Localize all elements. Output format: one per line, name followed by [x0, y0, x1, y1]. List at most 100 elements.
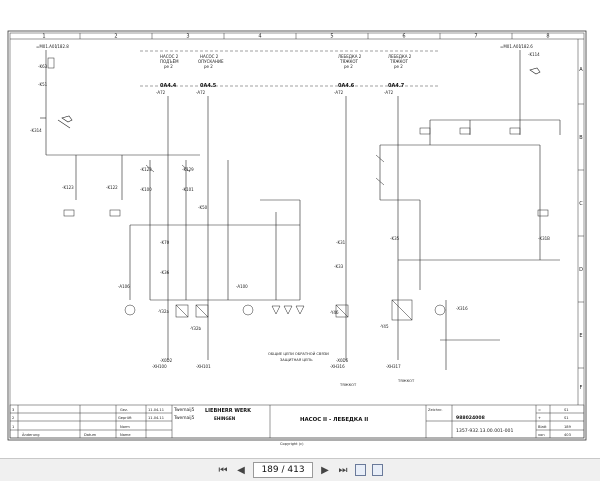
- row-label: E: [579, 333, 582, 339]
- device-label: -X0D6: [336, 358, 349, 363]
- revision-number: 2: [12, 416, 14, 420]
- output-label-pump-raise: НАСОС 2 ПОДЪЁМ ре 2 0A4.4 -A72: [156, 54, 179, 95]
- date-drawn: 11.04.11: [148, 408, 164, 412]
- svg-text:-A72: -A72: [334, 90, 344, 95]
- document-viewport: 1 2 3 4 5 6 7 8 A B C D E F =M01.A01 /18…: [7, 30, 587, 446]
- device-label: -K314: [30, 128, 42, 133]
- device-label: -K123: [62, 185, 74, 190]
- column-label: 1: [42, 34, 45, 40]
- device-label: -A106: [118, 284, 130, 289]
- company-name: LIEBHERR WERK: [205, 408, 252, 414]
- schematic-sheet: 1 2 3 4 5 6 7 8 A B C D E F =M01.A01 /18…: [7, 30, 587, 446]
- sheet-value: 189: [564, 425, 572, 429]
- date-checked: 11.04.11: [148, 416, 164, 420]
- terminal-label: =M01.A01: [36, 44, 57, 49]
- small-label: ТЯЖКОТ: [397, 379, 415, 383]
- device-label: -K70: [160, 240, 170, 245]
- device-label: -XH316: [330, 364, 345, 369]
- output-label-winch-b: ЛЕБЕДКА 2 ТЯЖКОТ ре 2 0A4.7 -A72: [384, 54, 412, 95]
- svg-text:НАСОС 2: НАСОС 2: [200, 54, 219, 59]
- column-header: Datum: [84, 433, 97, 437]
- bottom-note: ОБЩИЕ ЦЕПИ ОБРАТНОЙ СВЯЗИ: [268, 351, 329, 356]
- device-label: -K51: [38, 82, 48, 87]
- device-label: -K114: [528, 52, 540, 57]
- device-label: -Y32b: [190, 326, 202, 331]
- column-label: 8: [546, 34, 549, 40]
- valve-symbols: [124, 299, 446, 321]
- device-label: -K63: [38, 64, 48, 69]
- last-page-button[interactable]: ⏭: [338, 464, 348, 476]
- svg-text:ЛЕБЕДКА 2: ЛЕБЕДКА 2: [338, 54, 362, 59]
- device-label: -Y46: [330, 310, 339, 315]
- sheet-value: 403: [564, 433, 571, 437]
- sheet-label: +: [538, 416, 541, 420]
- sheet-label: Blatt: [538, 425, 547, 429]
- save-icon[interactable]: [372, 464, 383, 476]
- revision-number: 1: [12, 425, 14, 429]
- device-label: -K50: [198, 205, 208, 210]
- title-block: [9, 404, 585, 439]
- column-header: Name: [120, 433, 131, 437]
- device-label: -X316: [456, 306, 468, 311]
- row-label: C: [579, 201, 583, 207]
- name-checked: Twemaij5: [173, 415, 195, 421]
- row-label: B: [579, 135, 583, 141]
- svg-text:ПОДЪЁМ: ПОДЪЁМ: [160, 59, 179, 64]
- company-city: EHINGEN: [214, 416, 236, 421]
- copy-icon[interactable]: [355, 464, 366, 476]
- column-label: 3: [186, 34, 189, 40]
- device-label: -K31: [336, 240, 346, 245]
- svg-text:0A4.4: 0A4.4: [160, 83, 177, 89]
- svg-text:ре 2: ре 2: [394, 64, 403, 69]
- device-label: -K35: [390, 236, 400, 241]
- fuse-symbol: [47, 57, 55, 69]
- device-label: -K100: [140, 187, 152, 192]
- svg-text:-A72: -A72: [384, 90, 394, 95]
- svg-text:0A4.6: 0A4.6: [338, 83, 355, 89]
- svg-text:-A72: -A72: [156, 90, 166, 95]
- device-label: -X0D2: [160, 358, 173, 363]
- wrench-icon: [61, 115, 73, 123]
- svg-text:ОПУСКАНИЕ: ОПУСКАНИЕ: [198, 59, 224, 64]
- output-label-winch-a: ЛЕБЕДКА 2 ТЯЖКОТ ре 2 0A4.6 -A72: [334, 54, 362, 95]
- sheet-label: =: [538, 408, 541, 412]
- terminal-ref: /182.6: [520, 44, 533, 49]
- contact-symbols: [63, 127, 549, 217]
- device-label: -K129: [182, 167, 194, 172]
- drawing-number: 988024008: [456, 415, 485, 421]
- revision-number: 3: [12, 408, 14, 412]
- device-label: -XH317: [386, 364, 401, 369]
- column-label: 7: [474, 34, 477, 40]
- circuit-wires: [75, 50, 561, 370]
- wrench-icon: [529, 67, 541, 75]
- device-label: -K122: [106, 185, 118, 190]
- viewer-toolbar: ⏮ ◀ 189 / 413 ▶ ⏭: [0, 458, 600, 481]
- page-number-input[interactable]: 189 / 413: [253, 462, 313, 478]
- next-page-button[interactable]: ▶: [321, 464, 329, 476]
- svg-text:ЛЕБЕДКА 2: ЛЕБЕДКА 2: [388, 54, 412, 59]
- drawing-title: НАСОС II - ЛЕБЕДКА II: [300, 417, 368, 423]
- gez-label: Gez.: [120, 408, 128, 412]
- bottom-note-2: ЗАЩИТНАЯ ЦЕПЬ: [280, 358, 313, 362]
- column-header: Änderung: [22, 432, 40, 437]
- device-label: -XH101: [196, 364, 211, 369]
- column-label: 5: [330, 34, 333, 40]
- name-drawn: Twemaij5: [173, 407, 195, 413]
- svg-text:0A4.7: 0A4.7: [388, 83, 405, 89]
- column-label: 4: [258, 34, 261, 40]
- svg-text:ТЯЖКОТ: ТЯЖКОТ: [339, 59, 359, 64]
- first-page-button[interactable]: ⏮: [218, 464, 228, 476]
- norm-label: Norm: [120, 425, 130, 429]
- small-label: ТЯЖКОТ: [339, 383, 357, 387]
- left-supply-branch: [40, 50, 200, 156]
- prev-page-button[interactable]: ◀: [237, 464, 245, 476]
- copyright-text: Copyright (c): [280, 442, 304, 446]
- device-label: -K101: [182, 187, 194, 192]
- device-label: -Y32a: [158, 309, 170, 314]
- sheet-value: S1: [564, 416, 569, 420]
- sheet-label: von: [538, 433, 545, 437]
- sheet-value: S1: [564, 408, 569, 412]
- row-label: A: [579, 67, 583, 73]
- svg-text:0A4.5: 0A4.5: [200, 83, 217, 89]
- column-label: 2: [114, 34, 117, 40]
